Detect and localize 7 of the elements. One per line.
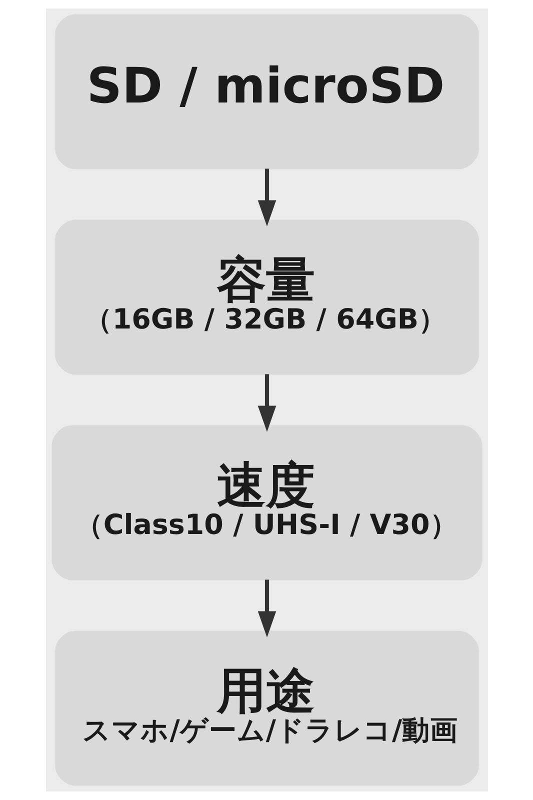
node-box: 用途 スマホ/ゲーム/ドラレコ/動画 [54, 630, 479, 786]
node-box: 速度 （Class10 / UHS-I / V30） [51, 425, 482, 580]
node-box: SD / microSD [54, 14, 479, 170]
arrow [257, 374, 276, 432]
node-box: 容量 （16GB / 32GB / 64GB） [54, 220, 479, 375]
arrow [257, 580, 276, 638]
arrow [257, 168, 276, 226]
